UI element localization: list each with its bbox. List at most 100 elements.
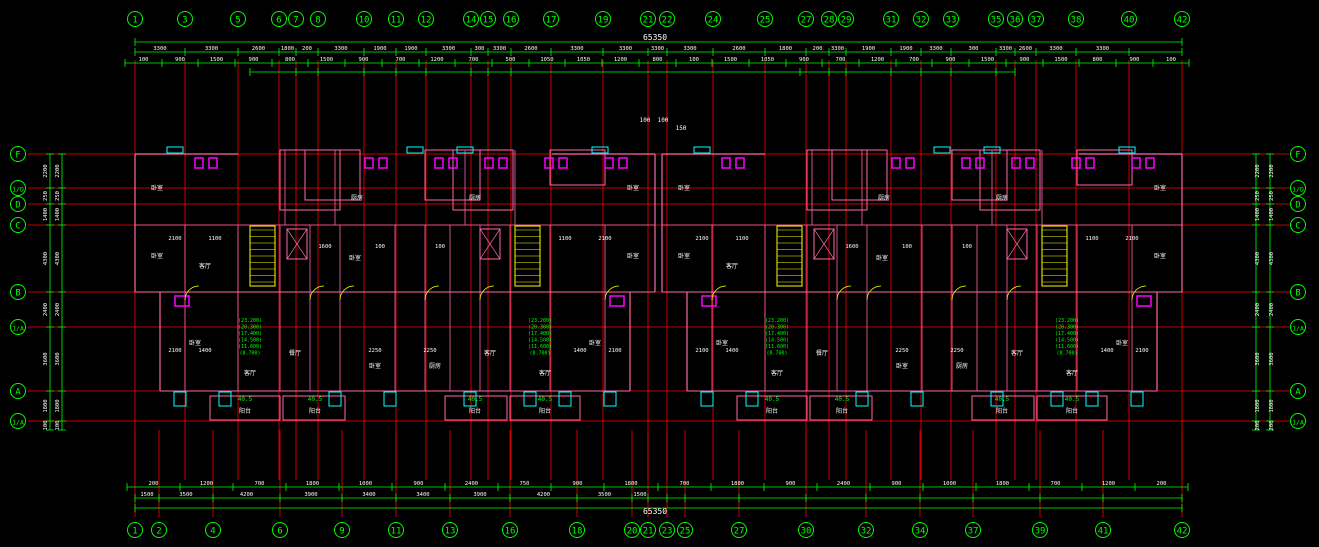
window: [328, 391, 342, 407]
dimension-label: 1050: [761, 57, 774, 63]
axis-bubble-bottom: [640, 522, 656, 538]
dimension-label: 700: [396, 57, 406, 63]
level-note: (23.200): [765, 318, 789, 324]
level-note: (20.300): [1055, 325, 1079, 331]
dimension-label: 700: [255, 481, 265, 487]
axis-bubble-top-label: 21: [643, 16, 654, 26]
dimension-label: 1000: [359, 481, 372, 487]
dimension-label: 700: [680, 481, 690, 487]
dimension-label: 300: [475, 46, 485, 52]
room-label-balcony: 阳台: [766, 407, 778, 415]
axis-bubble-top: [705, 11, 721, 27]
axis-bubble-top-label: 31: [886, 16, 897, 26]
dimension-label: 3400: [362, 492, 375, 498]
dimension-label: 2400: [55, 303, 61, 316]
dimension-label: 3600: [43, 352, 49, 365]
balcony-area: 40.5: [765, 396, 780, 403]
dimension-label: 1800: [55, 399, 61, 412]
inner-dimension: 100: [902, 244, 912, 250]
axis-bubble-bottom: [624, 522, 640, 538]
axis-bubble-bottom-label: 13: [445, 527, 456, 537]
door-swing: [1131, 285, 1147, 301]
dimension-label: 1800: [43, 399, 49, 412]
dimension-label: 200: [813, 46, 823, 52]
dimension-label: 900: [1130, 57, 1140, 63]
axis-bubble-top-label: 24: [708, 16, 719, 26]
window: [990, 391, 1004, 407]
level-note: (14.500): [528, 338, 552, 344]
dimension-label: 2400: [1269, 303, 1275, 316]
level-note: (20.300): [528, 325, 552, 331]
axis-bubble-bottom-label: 6: [277, 527, 282, 537]
fixture: [174, 295, 190, 307]
axis-bubble-top: [418, 11, 434, 27]
door-swing: [1006, 285, 1022, 301]
axis-bubble-top: [798, 11, 814, 27]
dimension-label: 900: [786, 481, 796, 487]
level-note: (11.600): [238, 344, 262, 350]
dimension-label: 800: [1093, 57, 1103, 63]
window: [745, 391, 759, 407]
center-note: 100: [640, 117, 651, 124]
fixture: [498, 157, 508, 169]
room-label-living: 客厅: [1011, 349, 1023, 357]
dimension-label: 900: [799, 57, 809, 63]
kitchen-module: [304, 149, 361, 201]
dimension-label: 1050: [540, 57, 553, 63]
level-note: (11.600): [765, 344, 789, 350]
dimension-label: 2200: [1269, 164, 1275, 177]
dimension-label: 250: [55, 191, 61, 201]
axis-bubble-left: [10, 217, 26, 233]
fixture: [544, 157, 554, 169]
axis-bubble-bottom: [272, 522, 288, 538]
axis-bubble-bottom: [442, 522, 458, 538]
axis-bubble-bottom-label: 9: [339, 527, 344, 537]
dimension-label: 900: [414, 481, 424, 487]
elevator: [1006, 228, 1028, 260]
inner-dimension: 1100: [208, 236, 221, 242]
fixture: [701, 295, 717, 307]
dimension-label: 1400: [1255, 208, 1261, 221]
inner-dimension: 2250: [423, 348, 436, 354]
axis-bubble-top-label: 27: [801, 16, 812, 26]
inner-dimension: 100: [375, 244, 385, 250]
window: [1085, 391, 1099, 407]
dimension-label: 1500: [981, 57, 994, 63]
balcony: [209, 395, 281, 421]
axis-bubble-bottom: [127, 522, 143, 538]
axis-bubble-bottom: [858, 522, 874, 538]
inner-dimension: 1400: [573, 348, 586, 354]
room-label-bedroom: 卧室: [876, 254, 888, 262]
axis-bubble-top-label: 12: [421, 16, 432, 26]
overall-dimension-top: 65350: [643, 33, 667, 42]
dimension-label: 200: [1269, 421, 1275, 431]
dimension-label: 1400: [43, 208, 49, 221]
dimension-label: 3900: [304, 492, 317, 498]
axis-bubble-bottom-label: 42: [1177, 527, 1188, 537]
axis-bubble-top-label: 28: [824, 16, 835, 26]
level-note: (8.700): [239, 351, 260, 357]
inner-dimension: 2100: [608, 348, 621, 354]
dimension-label: 4300: [1255, 252, 1261, 265]
axis-bubble-top: [1028, 11, 1044, 27]
inner-dimension: 1400: [198, 348, 211, 354]
fixture: [604, 157, 614, 169]
window: [700, 391, 714, 407]
elevator: [286, 228, 308, 260]
axis-bubble-bottom: [1032, 522, 1048, 538]
axis-bubble-top: [310, 11, 326, 27]
dimension-label: 250: [1269, 191, 1275, 201]
room-label-bedroom: 卧室: [896, 362, 908, 370]
axis-bubble-left-label: 1/A: [12, 325, 24, 333]
dimension-label: 900: [892, 481, 902, 487]
dimension-label: 500: [506, 57, 516, 63]
axis-bubble-top-label: 33: [946, 16, 957, 26]
axis-bubble-top-label: 19: [598, 16, 609, 26]
axis-bubble-top-label: 40: [1124, 16, 1135, 26]
axis-bubble-left-label: F: [15, 151, 20, 161]
elevator-x: [1006, 228, 1028, 260]
dimension-label: 1500: [724, 57, 737, 63]
axis-bubble-bottom: [151, 522, 167, 538]
